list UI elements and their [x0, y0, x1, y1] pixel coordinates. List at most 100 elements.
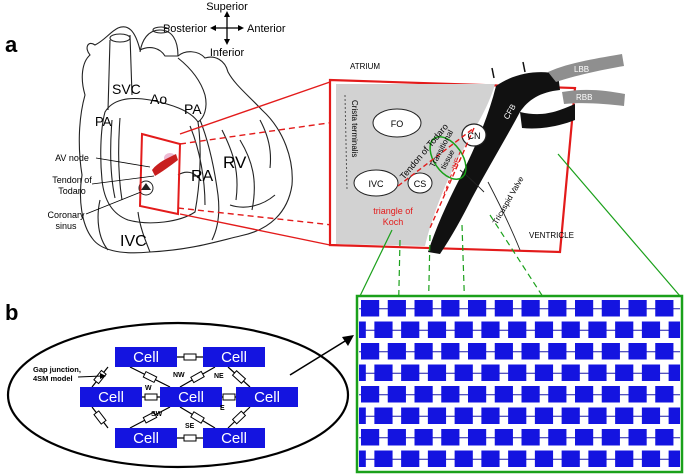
compass-inferior: Inferior	[210, 47, 245, 59]
grid-cell	[548, 429, 567, 446]
direction-label-w: W	[145, 385, 152, 392]
model-cell-label: Cell	[178, 389, 204, 406]
gap-junction-se	[179, 406, 216, 429]
gap-junction-nw	[129, 366, 171, 388]
grid-cell	[441, 300, 460, 317]
panel-label-b: b	[5, 300, 18, 325]
label-atrium: ATRIUM	[350, 62, 380, 71]
model-cell-label: Cell	[98, 389, 124, 406]
grid-cell	[628, 429, 647, 446]
grid-cell	[387, 300, 406, 317]
label-cs: CS	[414, 179, 427, 189]
grid-cell	[414, 300, 433, 317]
grid-cell	[427, 450, 447, 467]
gap-junction-ne	[179, 366, 216, 388]
grid-cell	[615, 450, 634, 467]
label-pa-top: PA	[184, 101, 202, 117]
direction-label-e: E	[220, 405, 225, 412]
label-ventricle: VENTRICLE	[529, 231, 574, 240]
av-node-marker	[138, 153, 178, 196]
grid-cell	[521, 429, 540, 446]
grid-cell	[575, 300, 594, 317]
grid-cell	[374, 407, 393, 424]
grid-cell	[454, 450, 473, 467]
grid-cell	[481, 407, 500, 424]
grid-cell	[468, 300, 487, 317]
model-cell-label: Cell	[133, 430, 159, 447]
model-cell: Cell	[115, 428, 177, 448]
grid-cell	[575, 386, 594, 403]
model-cell-label: Cell	[221, 349, 247, 366]
grid-cell	[641, 450, 661, 467]
grid-cell	[548, 300, 567, 317]
grid-cell	[601, 343, 620, 360]
model-cell-label: Cell	[221, 430, 247, 447]
grid-cell	[494, 386, 513, 403]
grid-cell	[641, 321, 661, 338]
grid-cell	[628, 386, 647, 403]
grid-cell	[508, 321, 527, 338]
grid-cell	[548, 343, 567, 360]
grid-cell	[601, 300, 620, 317]
callout-tendon-1: Tendon of	[52, 175, 92, 185]
grid-cell	[441, 343, 460, 360]
grid-cell	[481, 450, 500, 467]
grid-cell	[441, 429, 460, 446]
grid-cell	[668, 364, 680, 381]
label-triangle-2: Koch	[383, 217, 404, 227]
grid-cell	[668, 407, 680, 424]
gap-junction-left-lower	[91, 406, 109, 429]
grid-cell	[588, 321, 607, 338]
label-fo: FO	[391, 119, 404, 129]
callout-coronary-2: sinus	[55, 221, 77, 231]
label-ivc-detail: IVC	[368, 179, 384, 189]
grid-cell	[361, 343, 380, 360]
grid-cell	[655, 429, 674, 446]
callout-tendon-2: Todaro	[58, 186, 86, 196]
grid-cell	[414, 386, 433, 403]
grid-cell	[508, 407, 527, 424]
grid-cell	[655, 343, 674, 360]
grid-cell	[534, 364, 554, 381]
label-ra: RA	[191, 168, 214, 185]
grid-cell	[561, 364, 580, 381]
grid-cell	[468, 343, 487, 360]
label-ao: Ao	[150, 91, 167, 107]
grid-cell	[508, 364, 527, 381]
grid-cell	[427, 407, 447, 424]
grid-cell	[494, 429, 513, 446]
compass-anterior: Anterior	[247, 23, 286, 35]
grid-cell	[361, 386, 380, 403]
grid-cell	[427, 321, 447, 338]
grid-cell	[454, 407, 473, 424]
direction-label-se: SE	[185, 423, 195, 430]
grid-cell	[575, 429, 594, 446]
grid-cell	[668, 450, 680, 467]
direction-label-ne: NE	[214, 373, 224, 380]
heart-illustration	[78, 26, 293, 254]
label-svc: SVC	[112, 81, 141, 97]
grid-cell	[359, 364, 366, 381]
direction-label-nw: NW	[173, 372, 185, 379]
compass-posterior: Posterior	[163, 23, 207, 35]
model-cell: Cell	[236, 387, 298, 407]
grid-cell	[655, 300, 674, 317]
grid-cell	[359, 450, 366, 467]
grid-cell	[588, 450, 607, 467]
grid-cell	[601, 429, 620, 446]
grid-cell	[534, 450, 554, 467]
grid-cell	[521, 386, 540, 403]
grid-cell	[521, 300, 540, 317]
label-ine: INE	[451, 157, 462, 171]
label-rv: RV	[223, 153, 247, 172]
grid-cell	[561, 407, 580, 424]
koch-detail	[328, 61, 577, 254]
grid-cell	[401, 407, 420, 424]
grid-cell	[468, 386, 487, 403]
grid-cell	[534, 321, 554, 338]
callout-av-node: AV node	[55, 153, 89, 163]
grid-cell	[575, 343, 594, 360]
gap-junction-right-upper	[227, 366, 251, 388]
